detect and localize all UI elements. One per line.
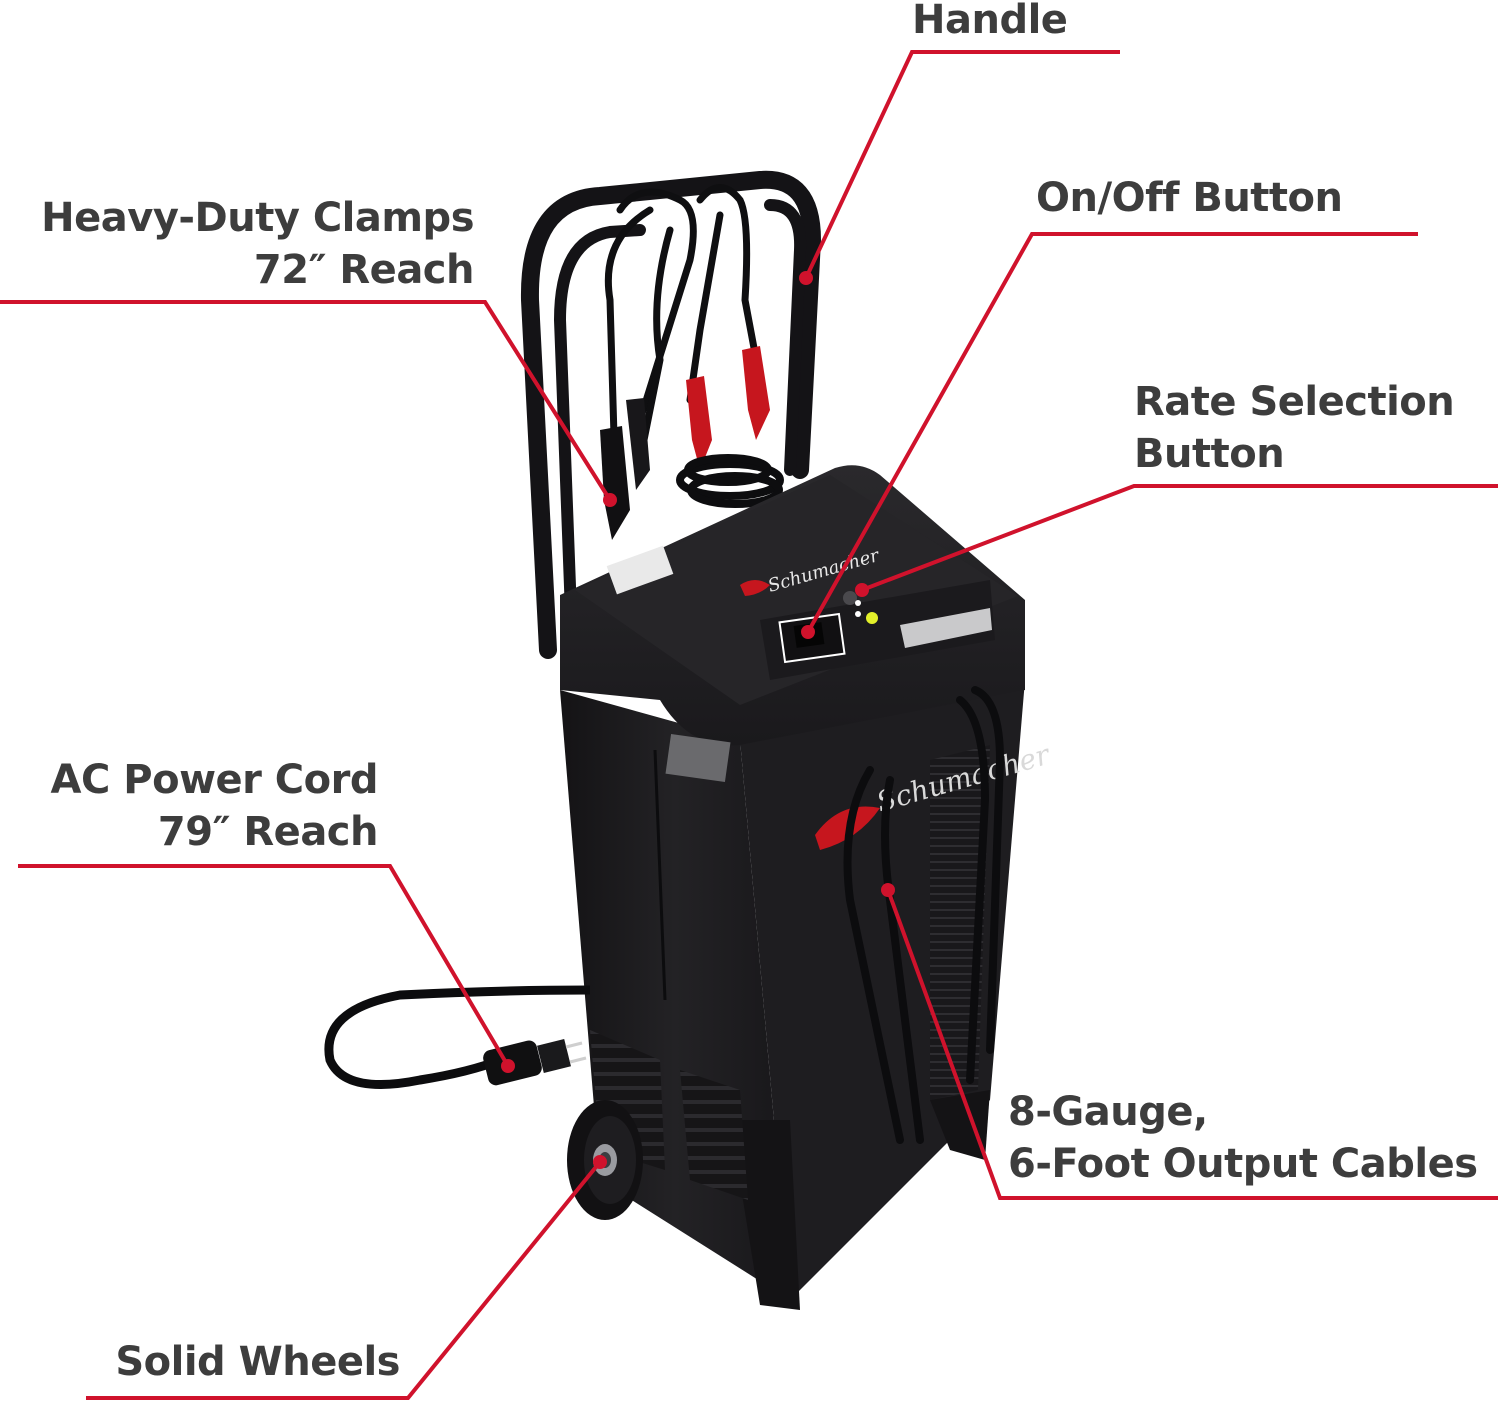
brand-logo-top	[740, 580, 770, 596]
led-icon	[855, 611, 861, 617]
leader-handle	[804, 50, 1120, 279]
quick-start-label	[606, 545, 674, 595]
led-icon	[855, 600, 861, 606]
status-led-icon	[866, 612, 878, 624]
leader-ac-cord	[18, 864, 510, 1068]
leader-clamps	[0, 300, 612, 502]
leader-cables	[886, 889, 1498, 1200]
leader-wheels	[86, 1160, 602, 1400]
clamps-icon	[600, 346, 770, 540]
callout-onoff: On/Off Button	[1036, 175, 1343, 221]
leader-dots	[501, 271, 895, 1169]
callout-ac-cord: AC Power Cord 79″ Reach	[50, 757, 379, 855]
output-cables-side	[843, 686, 1005, 1144]
leader-lines	[0, 50, 1498, 1400]
charger-body	[560, 465, 1025, 1310]
callout-handle: Handle	[912, 0, 1068, 43]
leader-onoff	[806, 232, 1418, 633]
callout-wheels: Solid Wheels	[115, 1339, 400, 1385]
cable-coil	[676, 454, 784, 508]
callout-clamps: Heavy-Duty Clamps 72″ Reach	[41, 195, 474, 293]
callout-cables: 8-Gauge, 6-Foot Output Cables	[1008, 1089, 1478, 1187]
callout-rate: Rate Selection Button	[1134, 379, 1455, 477]
handle-frame	[520, 170, 822, 659]
rate-selection-button	[843, 591, 857, 605]
leader-rate	[861, 484, 1498, 592]
ac-power-cord	[324, 985, 591, 1089]
output-cables-top	[604, 184, 764, 474]
